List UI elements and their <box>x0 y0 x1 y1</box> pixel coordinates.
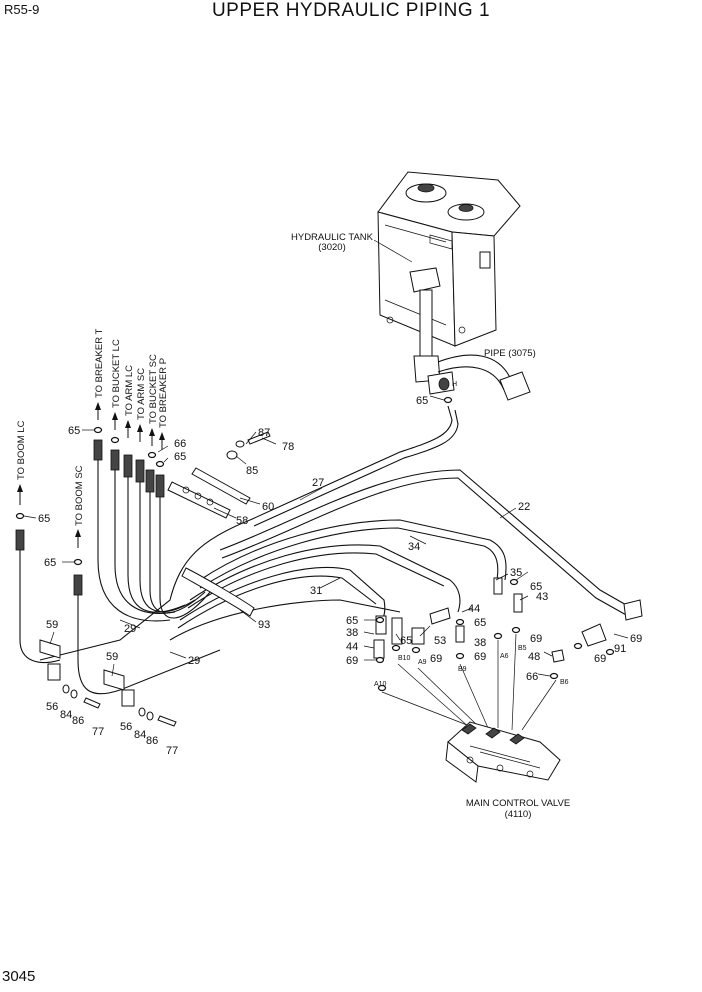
dest-boom-sc: TO BOOM SC <box>74 465 85 526</box>
callout-69-e: 69 <box>594 653 606 665</box>
callout-69-d: 69 <box>530 633 542 645</box>
callout-65-i: 65 <box>530 581 542 593</box>
callout-43: 43 <box>536 591 548 603</box>
callout-65-g: 65 <box>400 635 412 647</box>
callout-65-d: 65 <box>44 557 56 569</box>
callout-56-b: 56 <box>120 721 132 733</box>
dest-breaker-p: TO BREAKER P <box>158 358 169 428</box>
dest-boom-lc: TO BOOM LC <box>16 420 27 480</box>
hose-fittings <box>15 439 165 596</box>
callout-69-f: 69 <box>630 633 642 645</box>
hydraulic-tank <box>377 171 521 395</box>
callout-38-a: 38 <box>346 627 358 639</box>
callout-69-c: 69 <box>474 651 486 663</box>
callout-66: 66 <box>174 438 186 450</box>
callout-65-h: 65 <box>474 617 486 629</box>
model-number: R55-9 <box>4 2 40 17</box>
callout-59-a: 59 <box>46 619 58 631</box>
pipe-label: PIPE (3075) <box>484 348 536 359</box>
callout-85: 85 <box>246 465 258 477</box>
callout-29-b: 29 <box>188 655 200 667</box>
callout-48: 48 <box>528 651 540 663</box>
callout-77-a: 77 <box>92 726 104 738</box>
pipe-3075 <box>437 354 531 401</box>
tank-code-label: (3020) <box>318 242 345 253</box>
tank-name-label: HYDRAULIC TANK <box>291 232 374 243</box>
port-b9: B9 <box>458 666 467 673</box>
callout-44-b: 44 <box>468 603 480 615</box>
callout-87: 87 <box>258 427 270 439</box>
callout-84-a: 84 <box>60 709 72 721</box>
callout-38-b: 38 <box>474 637 486 649</box>
dest-bucket-sc: TO BUCKET SC <box>148 354 159 424</box>
callout-77-b: 77 <box>166 745 178 757</box>
callout-78: 78 <box>282 441 294 453</box>
mcv-name-label: MAIN CONTROL VALVE <box>466 798 570 809</box>
callout-65-f: 65 <box>346 615 358 627</box>
dest-arm-lc: TO ARM LC <box>124 365 135 416</box>
callout-59-b: 59 <box>106 651 118 663</box>
callout-86-b: 86 <box>146 735 158 747</box>
callout-leaders <box>23 395 629 677</box>
callout-86-a: 86 <box>72 715 84 727</box>
callout-29-a: 29 <box>124 623 136 635</box>
mcv-fittings <box>373 577 643 663</box>
clamp-band <box>181 567 255 617</box>
callout-34: 34 <box>408 541 420 553</box>
callout-35: 35 <box>510 567 522 579</box>
port-leaders <box>381 633 557 731</box>
main-control-valve <box>445 721 561 783</box>
callout-69-b: 69 <box>430 653 442 665</box>
port-b6: B6 <box>560 679 569 686</box>
mcv-code-label: (4110) <box>505 809 532 820</box>
port-h-label: H <box>452 381 457 388</box>
callout-93: 93 <box>258 619 270 631</box>
dest-breaker-t: TO BREAKER T <box>94 328 105 398</box>
callout-66-b: 66 <box>526 671 538 683</box>
callout-22: 22 <box>518 501 530 513</box>
o-rings <box>15 396 615 692</box>
callout-31: 31 <box>310 585 322 597</box>
port-a6: A6 <box>500 653 509 660</box>
callout-27: 27 <box>312 477 324 489</box>
page-number: 3045 <box>2 968 36 985</box>
dest-arm-sc: TO ARM SC <box>136 368 147 420</box>
hose-bundle <box>19 405 636 695</box>
dest-bucket-lc: TO BUCKET LC <box>111 339 122 408</box>
callout-65-c: 65 <box>38 513 50 525</box>
callout-65-b: 65 <box>174 451 186 463</box>
callout-53: 53 <box>434 635 446 647</box>
callout-60: 60 <box>262 501 274 513</box>
callout-65-a: 65 <box>68 425 80 437</box>
page-title: UPPER HYDRAULIC PIPING 1 <box>211 0 491 21</box>
port-a9: A9 <box>418 659 427 666</box>
callout-84-b: 84 <box>134 729 146 741</box>
port-b10: B10 <box>398 655 411 662</box>
destination-arrows <box>17 402 165 548</box>
callout-91: 91 <box>614 643 626 655</box>
callout-56-a: 56 <box>46 701 58 713</box>
port-b5: B5 <box>518 645 527 652</box>
port-a10: A10 <box>374 681 387 688</box>
callout-44-a: 44 <box>346 641 358 653</box>
callout-65-e: 65 <box>416 395 428 407</box>
pipe-clamps <box>39 639 177 727</box>
clamp-plates <box>167 431 271 519</box>
callout-58: 58 <box>236 515 248 527</box>
callout-69-a: 69 <box>346 655 358 667</box>
